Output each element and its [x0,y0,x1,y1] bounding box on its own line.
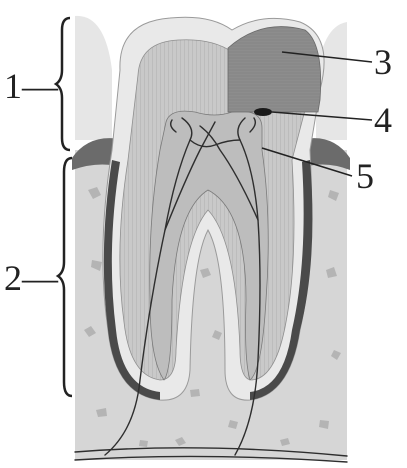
label-pulp-exposure: 4 [374,100,392,140]
label-crown: 1— [4,66,59,106]
crown-bracket [56,18,70,150]
label-root: 2— [4,258,59,298]
label-pulp: 5 [356,156,374,196]
tooth-filling [228,27,321,112]
gum-left [75,16,112,140]
label-filling: 3 [374,42,392,82]
pulp-exposure-dot [254,108,272,116]
root-bracket [58,158,72,396]
